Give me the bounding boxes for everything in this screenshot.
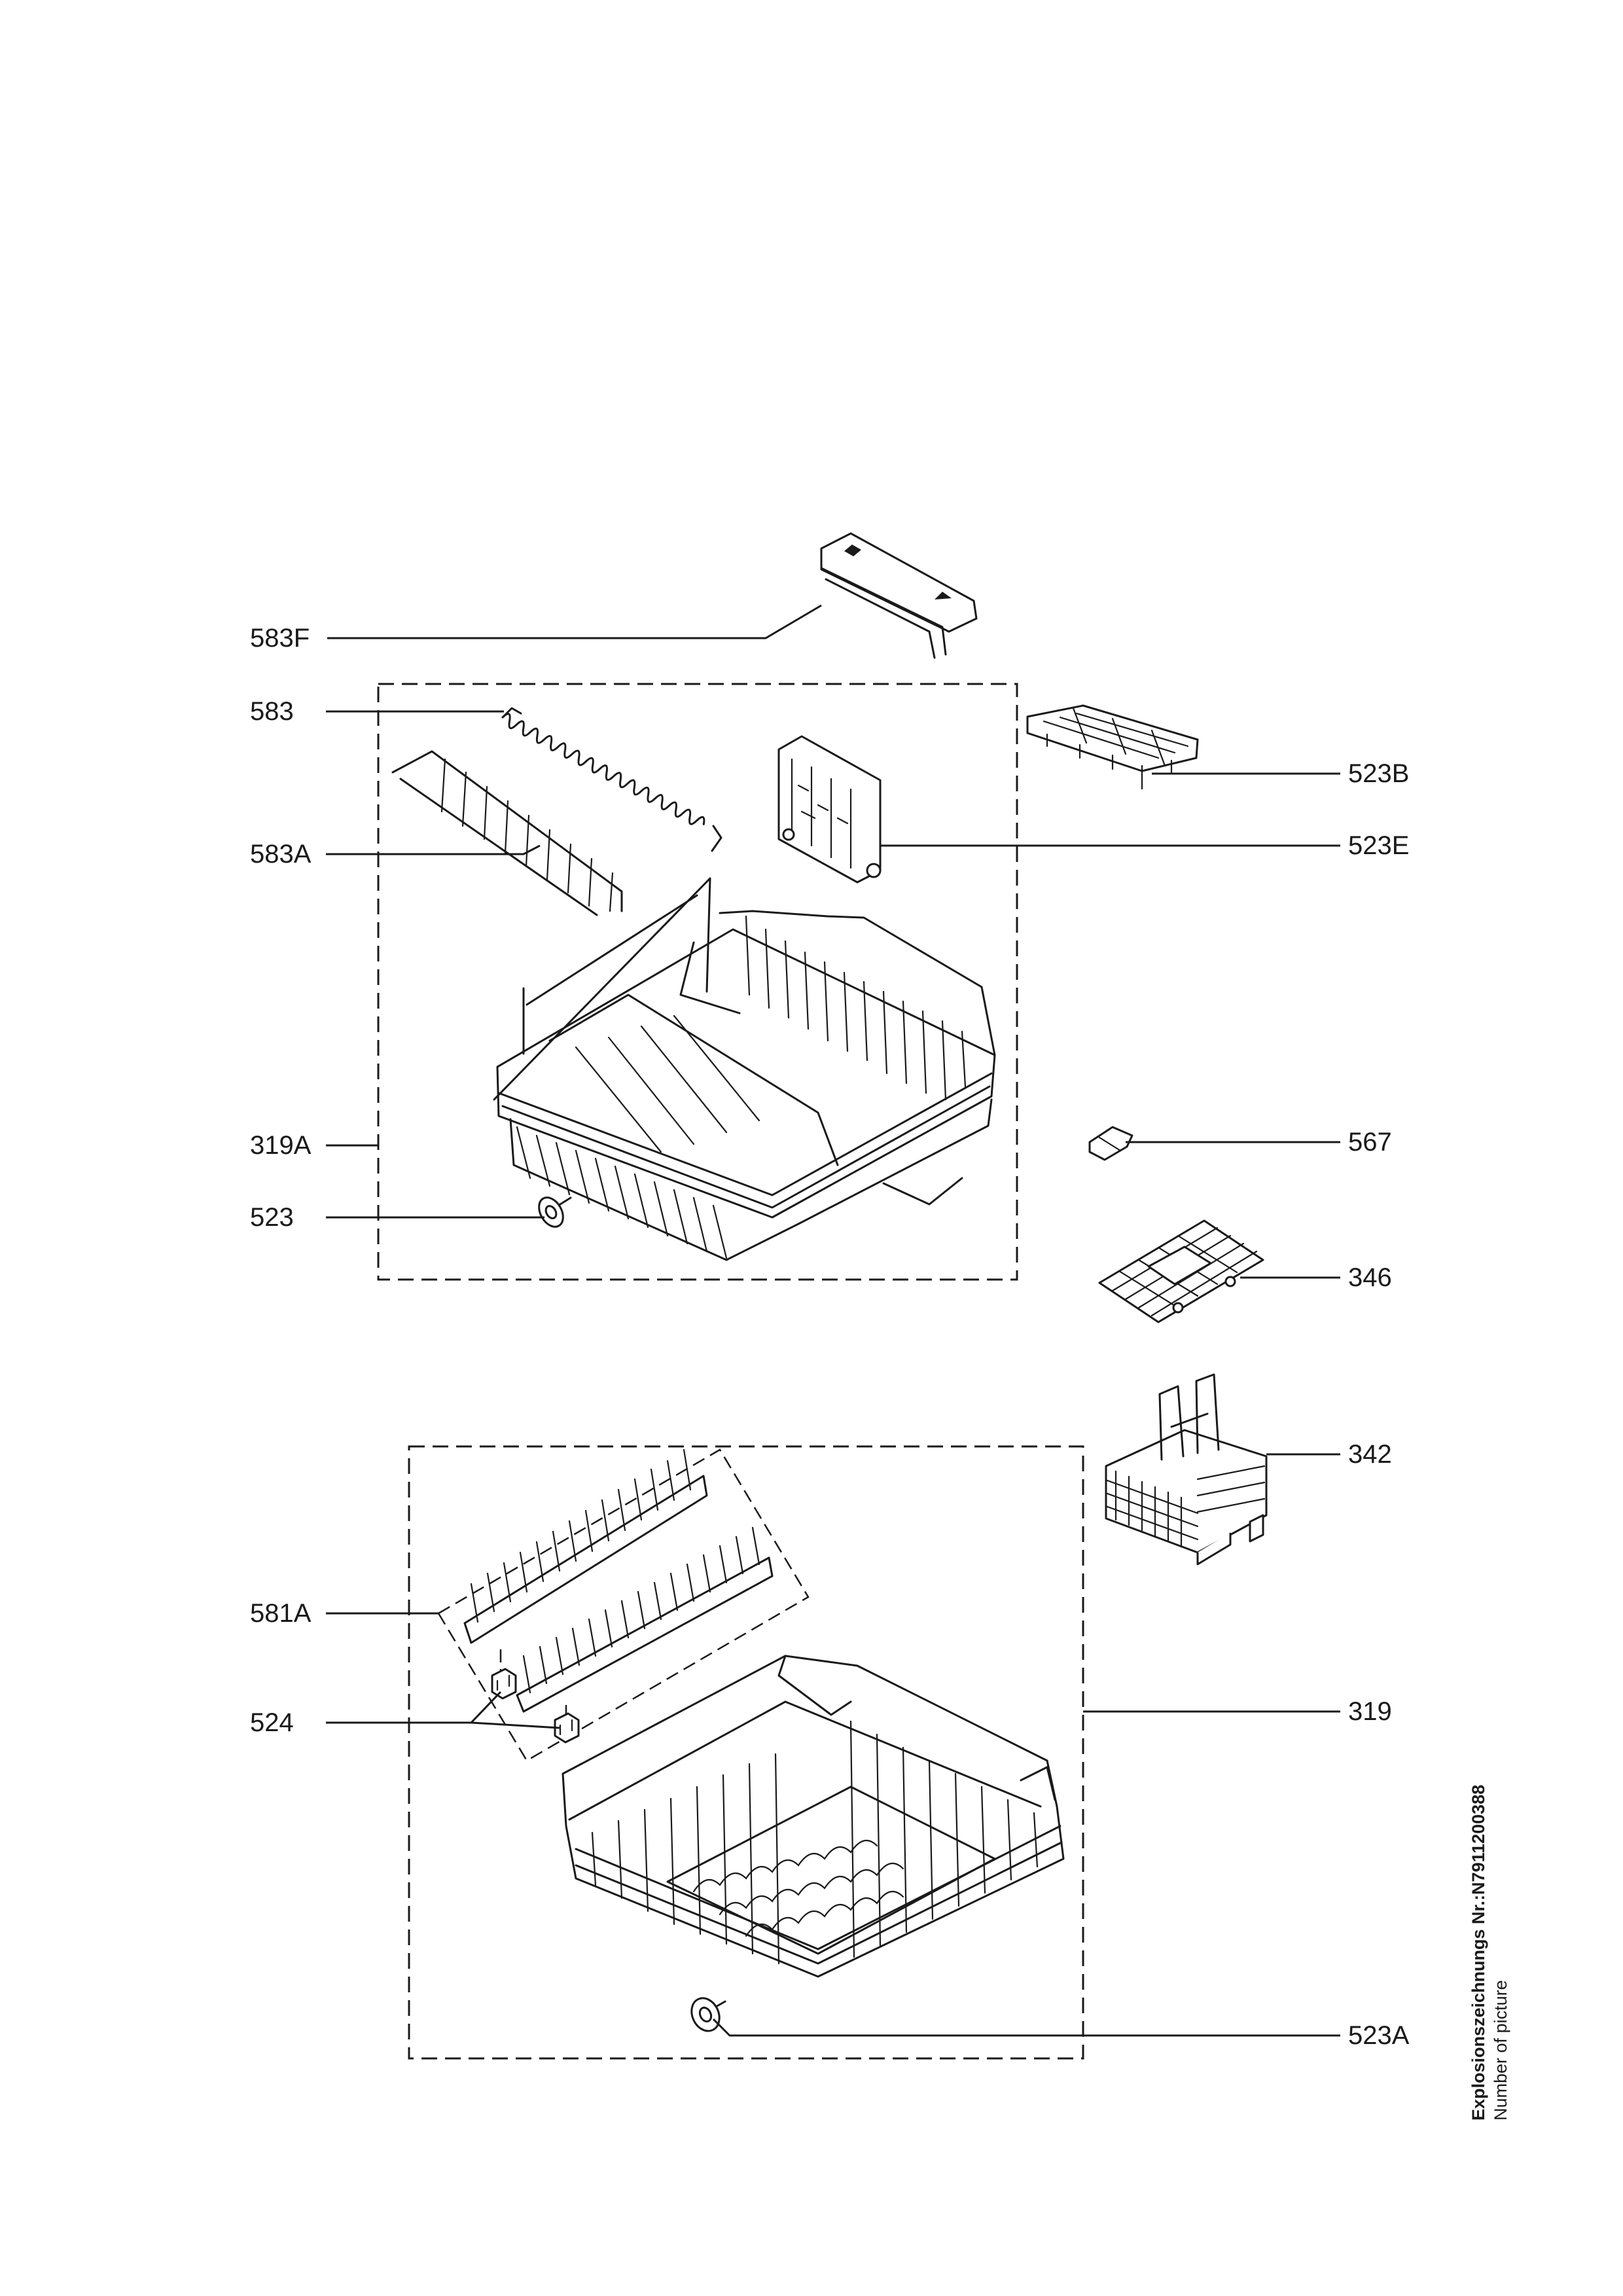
cutlery-tray-part-346 [1098, 1219, 1264, 1323]
label-524: 524 [250, 1708, 294, 1737]
label-523B: 523B [1348, 759, 1409, 788]
insert-plate-part-523E [777, 735, 882, 884]
upper-basket-part-319A [493, 877, 996, 1261]
label-523E: 523E [1348, 831, 1409, 860]
label-567: 567 [1348, 1128, 1392, 1157]
number-of-picture: Number of picture [1491, 1980, 1510, 2121]
label-583F: 583F [250, 624, 310, 653]
drawing-reference: Explosionszeichnungs Nr.:N7911200388 Num… [1469, 1785, 1510, 2121]
label-583: 583 [250, 697, 294, 726]
label-523: 523 [250, 1203, 294, 1232]
wheel-part-523A [690, 1997, 726, 2032]
label-581A: 581A [250, 1599, 312, 1628]
upper-basket-group-box [377, 683, 1018, 1281]
leader-lines [326, 604, 1340, 2037]
tine-rack-part-583A [391, 750, 623, 916]
label-319: 319 [1348, 1697, 1392, 1726]
label-342: 342 [1348, 1440, 1392, 1469]
lower-basket-group-box [408, 1445, 1084, 2060]
rack-insert-group-box [437, 1448, 810, 1762]
leader-583A [326, 844, 541, 855]
clip-part-567 [1088, 1126, 1133, 1161]
lower-basket-part-319 [562, 1655, 1065, 1978]
label-346: 346 [1348, 1263, 1392, 1292]
cutlery-basket-part-342 [1105, 1373, 1268, 1566]
wheel-part-523 [538, 1196, 572, 1228]
tray-rack-part-523B [1026, 704, 1199, 790]
clip-part-524 [491, 1668, 580, 1744]
leader-583F [327, 604, 822, 639]
label-319A: 319A [250, 1131, 312, 1160]
drawing-number: Explosionszeichnungs Nr.:N7911200388 [1469, 1785, 1488, 2121]
label-583A: 583A [250, 840, 312, 869]
label-523A: 523A [1348, 2021, 1410, 2050]
wavy-wire-part-583 [501, 707, 722, 852]
leader-524 [326, 1691, 560, 1729]
handle-part-583F [820, 532, 978, 659]
part-labels: 583F 583 583A 319A 523 523B 523E 567 346… [250, 624, 1410, 2050]
leader-523A [712, 2018, 1340, 2037]
